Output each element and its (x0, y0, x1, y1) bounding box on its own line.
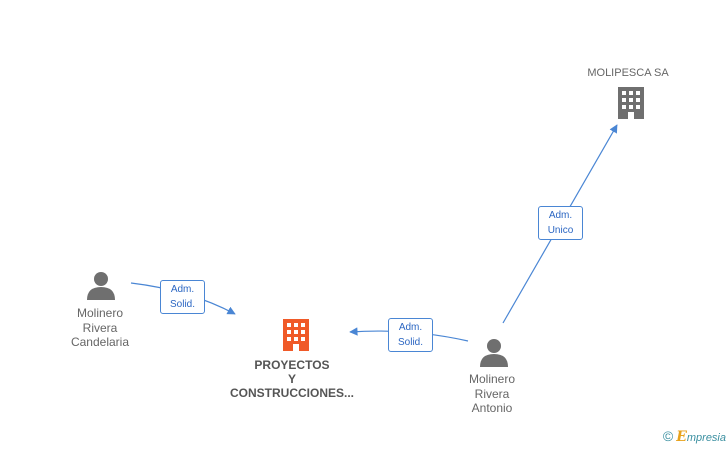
edge-label-candelaria-proyectos[interactable]: Adm. Solid. (160, 280, 205, 314)
empresia-logo-text: mpresia (686, 432, 726, 444)
edge-label-line2: Solid. (397, 337, 423, 348)
building-icon-focus (283, 319, 309, 351)
copyright-symbol: © (662, 428, 674, 444)
node-molipesca[interactable]: MOLIPESCA SA (570, 66, 686, 81)
node-proyectos-label-line3: CONSTRUCCIONES... (229, 386, 354, 400)
node-antonio[interactable]: Molinero Rivera Antonio (442, 372, 542, 416)
edge-label-antonio-proyectos[interactable]: Adm. Solid. (388, 318, 433, 352)
empresia-logo-initial: E (676, 429, 687, 445)
person-icon (480, 339, 508, 367)
node-proyectos[interactable]: PROYECTOS Y CONSTRUCCIONES... (212, 358, 372, 400)
node-candelaria-label-line2: Rivera (82, 320, 118, 335)
edge-label-line2: Solid. (169, 299, 195, 310)
node-proyectos-label-line2: Y (287, 372, 296, 386)
node-antonio-label-line1: Molinero (468, 372, 516, 386)
edge-label-line1: Adm. (548, 210, 573, 221)
node-antonio-label-line2: Rivera (474, 386, 510, 401)
node-antonio-label-line3: Antonio (471, 401, 513, 415)
node-candelaria[interactable]: Molinero Rivera Candelaria (50, 306, 150, 350)
node-proyectos-label-line1: PROYECTOS (254, 358, 330, 372)
edge-label-antonio-molipesca[interactable]: Adm. Unico (538, 206, 583, 240)
node-candelaria-label-line1: Molinero (76, 306, 124, 320)
edge-label-line1: Adm. (170, 284, 195, 295)
node-candelaria-label-line3: Candelaria (70, 335, 130, 349)
node-molipesca-label: MOLIPESCA SA (587, 67, 669, 79)
brand-footer: ©Empresia (663, 428, 726, 445)
edge-label-line1: Adm. (398, 322, 423, 333)
person-icon (87, 272, 115, 300)
edge-label-line2: Unico (547, 225, 574, 236)
building-icon (618, 87, 644, 119)
